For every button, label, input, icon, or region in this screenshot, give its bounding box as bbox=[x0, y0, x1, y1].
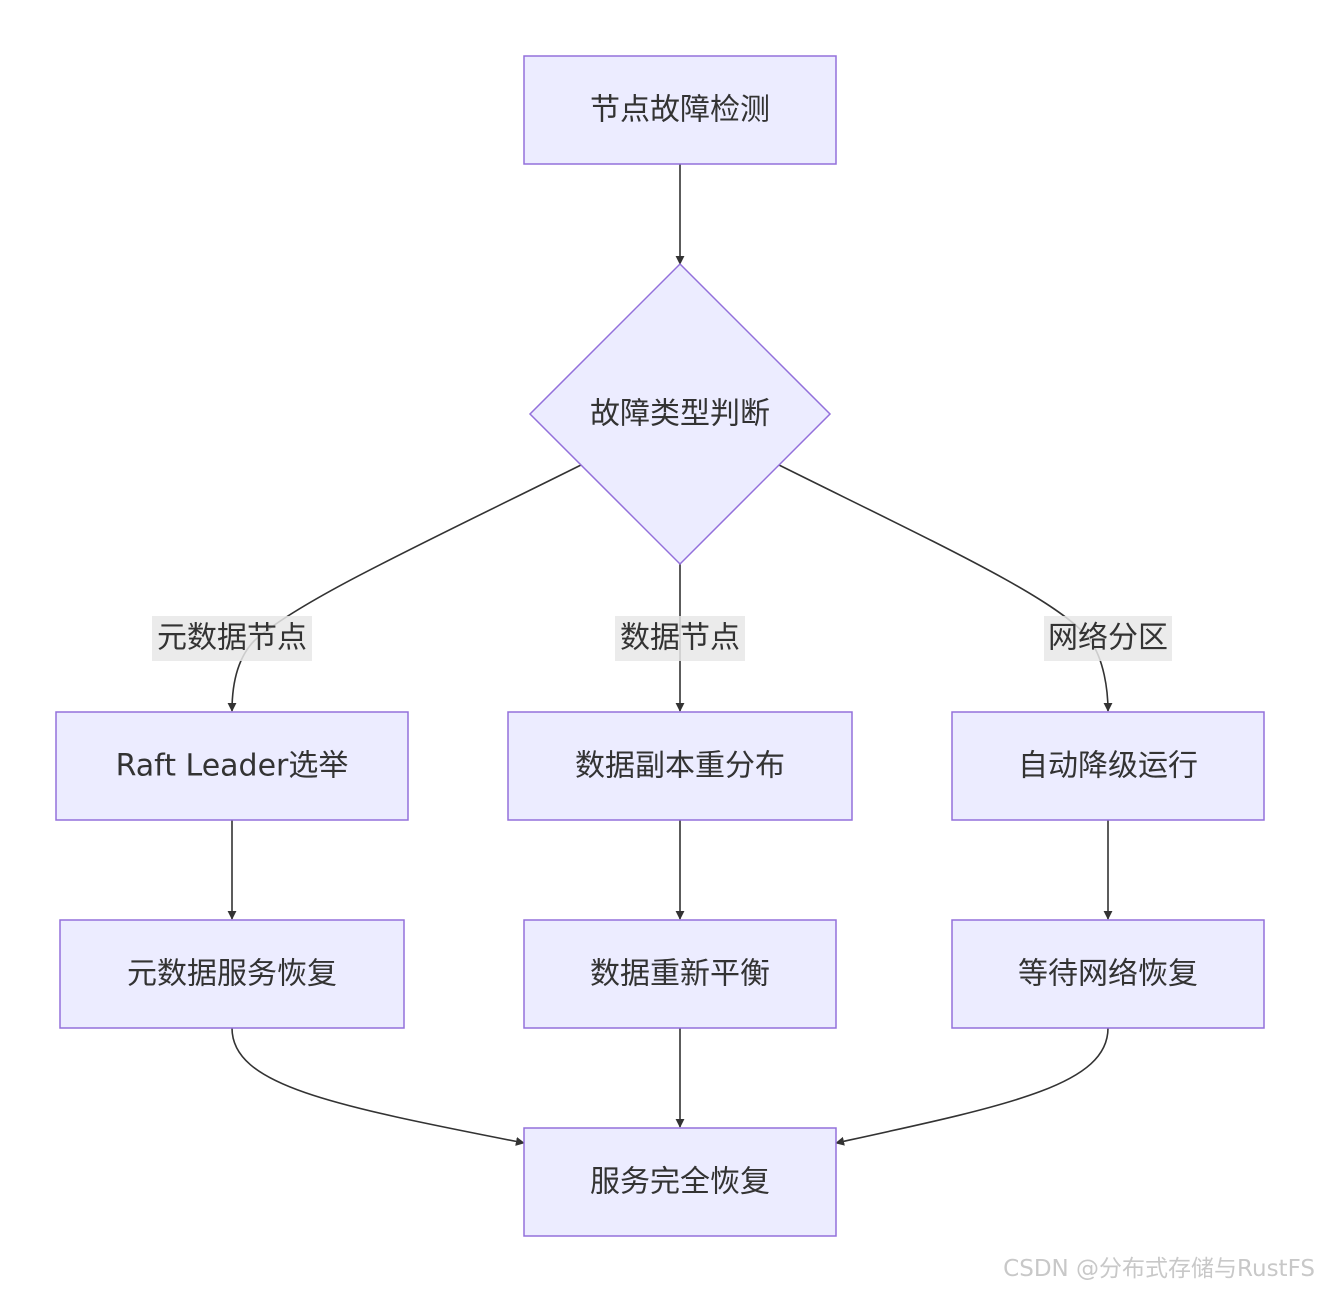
edge-label-partition-text: 网络分区 bbox=[1048, 621, 1168, 656]
node-raft-label: Raft Leader选举 bbox=[116, 749, 349, 784]
node-detect-label: 节点故障检测 bbox=[590, 93, 770, 128]
node-rebalance[interactable]: 数据重新平衡 bbox=[523, 919, 837, 1029]
node-meta-recover-label: 元数据服务恢复 bbox=[127, 957, 337, 992]
node-judge[interactable]: 故障类型判断 bbox=[528, 262, 832, 566]
node-wait-net-label: 等待网络恢复 bbox=[1018, 957, 1198, 992]
edge-labels: 元数据节点 数据节点 网络分区 bbox=[152, 616, 1172, 661]
edges bbox=[227, 164, 1113, 1146]
edge-label-meta-node-text: 元数据节点 bbox=[157, 621, 307, 656]
edge-judge-to-raft bbox=[227, 464, 582, 712]
edge-label-data-node: 数据节点 bbox=[615, 616, 745, 661]
nodes: 节点故障检测 故障类型判断 Raft Leader选举 数据副本重分布 自动降级… bbox=[55, 55, 1265, 1237]
node-degrade[interactable]: 自动降级运行 bbox=[951, 711, 1265, 821]
node-wait-net[interactable]: 等待网络恢复 bbox=[951, 919, 1265, 1029]
node-judge-label: 故障类型判断 bbox=[590, 397, 770, 432]
edge-label-data-node-text: 数据节点 bbox=[620, 621, 740, 656]
node-full-recover[interactable]: 服务完全恢复 bbox=[523, 1127, 837, 1237]
watermark: CSDN @分布式存储与RustFS bbox=[1003, 1256, 1315, 1282]
edge-wait-net-to-full-recover bbox=[835, 1027, 1109, 1146]
edge-label-partition: 网络分区 bbox=[1044, 616, 1172, 661]
node-redistribute[interactable]: 数据副本重分布 bbox=[507, 711, 853, 821]
node-meta-recover[interactable]: 元数据服务恢复 bbox=[59, 919, 405, 1029]
node-detect[interactable]: 节点故障检测 bbox=[523, 55, 837, 165]
edge-label-meta-node: 元数据节点 bbox=[152, 616, 312, 661]
node-raft[interactable]: Raft Leader选举 bbox=[55, 711, 409, 821]
node-degrade-label: 自动降级运行 bbox=[1018, 749, 1198, 784]
node-rebalance-label: 数据重新平衡 bbox=[590, 957, 770, 992]
node-full-recover-label: 服务完全恢复 bbox=[590, 1165, 770, 1200]
edge-meta-recover-to-full-recover bbox=[231, 1027, 525, 1146]
edge-judge-to-degrade bbox=[778, 464, 1113, 712]
node-redistribute-label: 数据副本重分布 bbox=[575, 749, 785, 784]
